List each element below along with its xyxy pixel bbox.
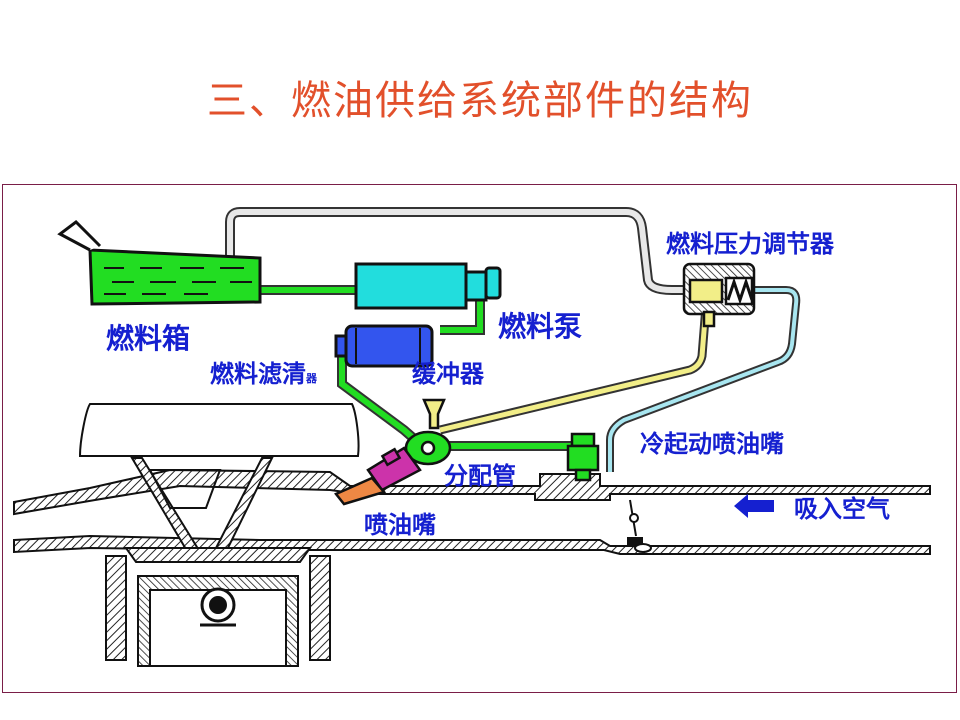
- injector: [334, 446, 422, 506]
- label-fuel-filter-main: 燃料滤清: [210, 360, 306, 388]
- rocker-cover: [78, 403, 360, 457]
- fuel-filter: [334, 324, 434, 368]
- regulator-line: [439, 305, 709, 433]
- diagram-frame: [2, 184, 957, 693]
- return-line: [227, 209, 684, 293]
- label-pressure-regulator: 燃料压力调节器: [666, 230, 834, 258]
- label-fuel-filter-suffix: 器: [306, 372, 317, 385]
- label-fuel-tank: 燃料箱: [106, 322, 191, 355]
- piston: [137, 575, 299, 667]
- distribution-pipe: [404, 430, 452, 466]
- label-cold-start-injector: 冷起动喷油嘴: [640, 430, 784, 458]
- label-intake-air: 吸入空气: [794, 495, 890, 523]
- left-arrow-icon: [734, 494, 774, 518]
- label-fuel-pump: 燃料泵: [498, 310, 583, 343]
- cold-start-line: [608, 288, 799, 472]
- throttle-valve: [627, 499, 652, 553]
- engine-block: [13, 457, 931, 661]
- fuel-pump: [354, 262, 502, 310]
- pressure-regulator: [682, 262, 756, 328]
- fuel-tank: [57, 220, 262, 306]
- label-damper: 缓冲器: [412, 360, 484, 388]
- label-injector: 喷油嘴: [364, 511, 436, 539]
- label-distribution-pipe: 分配管: [444, 462, 516, 490]
- damper: [422, 398, 446, 430]
- label-fuel-filter: 燃料滤清器: [210, 354, 317, 389]
- slide-title: 三、燃油供给系统部件的结构: [207, 78, 753, 124]
- cold-start-injector-part: [566, 432, 600, 482]
